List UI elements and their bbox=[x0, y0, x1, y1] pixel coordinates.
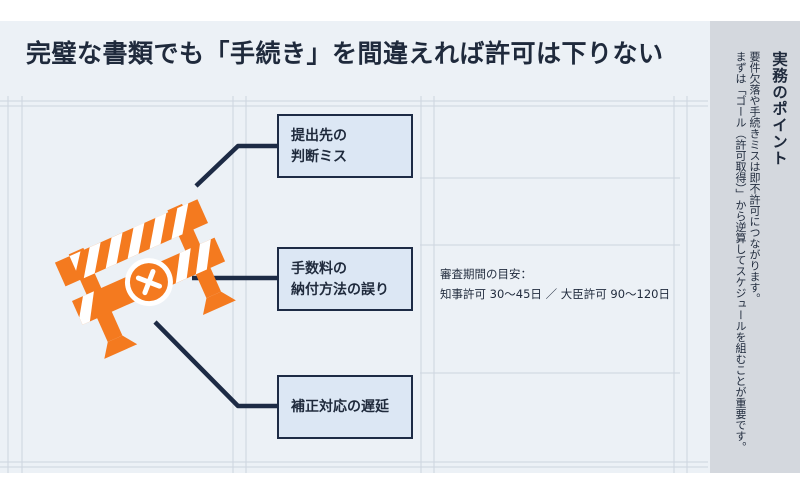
review-period-detail: 知事許可 30〜45日 ／ 大臣許可 90〜120日 bbox=[440, 287, 670, 301]
box-submission-error: 提出先の 判断ミス bbox=[277, 114, 413, 178]
side-panel-title: 実務のポイント bbox=[770, 51, 788, 167]
page-title: 完璧な書類でも「手続き」を間違えれば許可は下りない bbox=[26, 39, 664, 68]
side-panel-text-2: まずは「ゴール（許可取得）」から逆算してスケジュールを組むことが重要です。 bbox=[734, 51, 747, 453]
box-correction-delay: 補正対応の遅延 bbox=[277, 375, 413, 439]
review-period-heading: 審査期間の目安： bbox=[440, 267, 532, 281]
side-panel-text-1: 要件欠落や手続きミスは即不許可につながります。 bbox=[748, 51, 761, 304]
side-panel: 実務のポイント 要件欠落や手続きミスは即不許可につながります。 まずは「ゴール（… bbox=[710, 21, 800, 473]
review-period-note: 審査期間の目安： 知事許可 30〜45日 ／ 大臣許可 90〜120日 bbox=[440, 264, 670, 304]
box-fee-payment-error: 手数料の 納付方法の誤り bbox=[277, 247, 413, 311]
connector-bottom bbox=[153, 320, 277, 409]
connector-top bbox=[194, 143, 277, 188]
